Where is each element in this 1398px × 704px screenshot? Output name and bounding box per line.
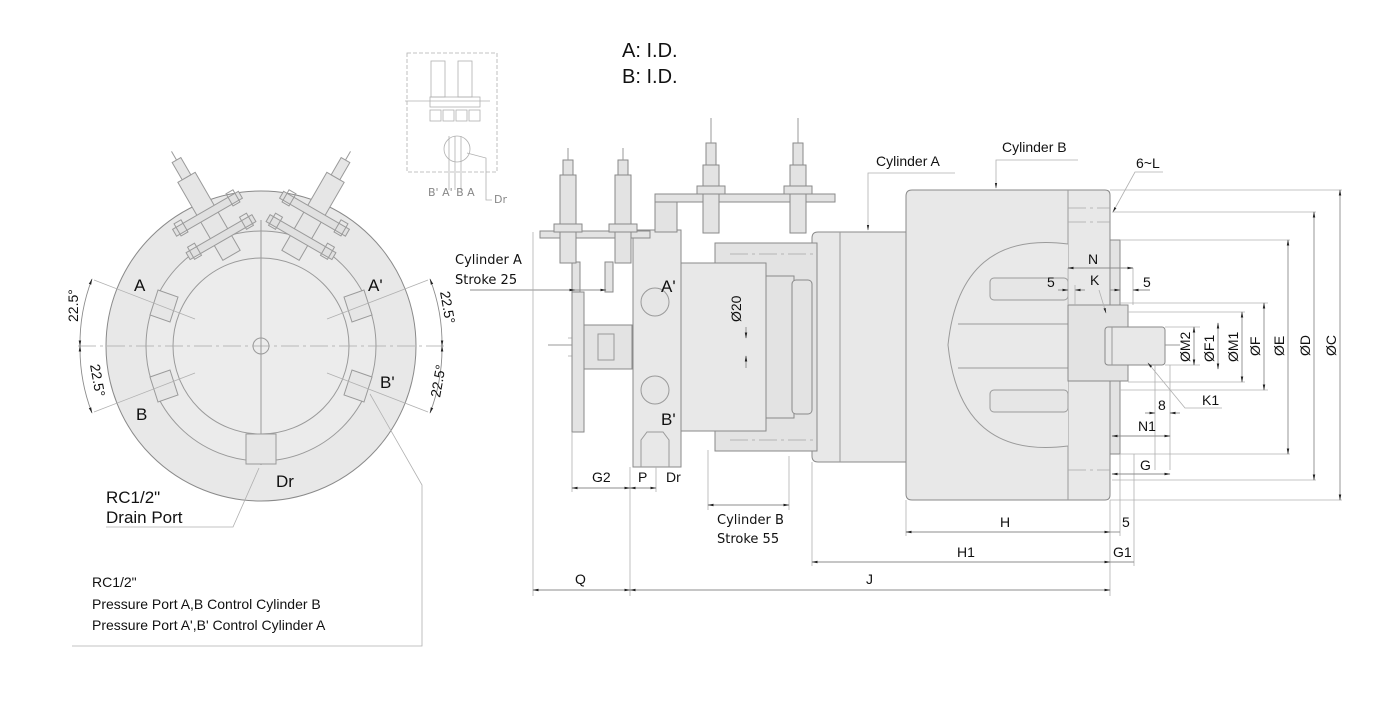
holes-leader xyxy=(1112,171,1163,213)
valve-symbol-1 xyxy=(430,60,446,98)
id-label-a: A: I.D. xyxy=(622,40,678,62)
angle-label-upper-left: 22.5° xyxy=(65,289,81,322)
label-d: ØD xyxy=(1297,335,1313,356)
lower-sensor-bracket xyxy=(539,230,651,239)
distributor-block xyxy=(632,229,682,468)
check-valves xyxy=(429,109,481,122)
angle-arc-upper-left xyxy=(78,278,93,347)
id-label-b: B: I.D. xyxy=(622,66,678,88)
rotary-joint-symbol xyxy=(443,135,471,163)
cylinder-a-body xyxy=(811,231,907,463)
angle-ray-a-prime xyxy=(326,279,429,320)
k1-label: K1 xyxy=(1202,392,1219,408)
port-label-b: B xyxy=(136,405,147,424)
g2-label: G2 xyxy=(592,469,611,485)
pressure-note-line2: Pressure Port A,B Control Cylinder B xyxy=(92,596,321,612)
angle-label-lower-right: 22.5° xyxy=(427,363,448,398)
cylinder-a-label: Cylinder A xyxy=(876,153,940,169)
angle-label-lower-left: 22.5° xyxy=(87,363,108,398)
cyl-b-stroke-line1: Cylinder B xyxy=(717,513,784,528)
holes-label: 6~L xyxy=(1136,155,1160,171)
h-label: H xyxy=(1000,514,1010,530)
label-m2: ØM2 xyxy=(1177,331,1193,362)
cylinder-b-leader xyxy=(994,159,1078,189)
cyl-a-stroke-line1: Cylinder A xyxy=(455,253,522,268)
label-f: ØF xyxy=(1247,337,1263,356)
draw-tube-end xyxy=(1104,326,1166,366)
port-label-b-prime: B' xyxy=(380,373,395,392)
proximity-sensor-1 xyxy=(553,148,583,264)
q-label: Q xyxy=(575,571,586,587)
label-m1: ØM1 xyxy=(1225,331,1241,362)
valve-assembly-left xyxy=(171,151,257,261)
angle-ray-a xyxy=(93,279,196,320)
manifold-bar xyxy=(429,96,481,108)
angle-ray-b-prime xyxy=(326,372,429,413)
drain-leader-line xyxy=(106,467,260,528)
h1-label: H1 xyxy=(957,544,975,560)
rotary-joint-body xyxy=(679,262,767,432)
p-label: P xyxy=(638,469,647,485)
proximity-sensor-3 xyxy=(696,118,726,234)
angle-arc-upper-right xyxy=(429,278,444,347)
g-label: G xyxy=(1140,457,1151,473)
hydraulic-schematic: B' A' B A Dr xyxy=(405,52,507,206)
five-bottom-label: 5 xyxy=(1122,514,1130,530)
g1-label: G1 xyxy=(1113,544,1132,560)
valve-symbol-2 xyxy=(457,60,473,98)
five-right-label: 5 xyxy=(1143,274,1151,290)
label-f1: ØF1 xyxy=(1201,335,1217,362)
drain-note-line1: RC1/2" xyxy=(106,488,160,507)
eight-label: 8 xyxy=(1158,397,1166,413)
side-view: Cylinder A Cylinder B 6~L A' B' Ø20 Cyli… xyxy=(455,118,1342,596)
schematic-drain-label: Dr xyxy=(494,193,507,206)
angle-arc-lower-right xyxy=(429,345,444,414)
k-label: K xyxy=(1090,272,1100,288)
k1-leader xyxy=(1147,362,1222,409)
port-slot-b-prime xyxy=(343,369,373,403)
drain-note-line2: Drain Port xyxy=(106,508,183,527)
upper-sensor-bracket xyxy=(654,193,836,203)
pressure-note-line1: RC1/2" xyxy=(92,574,137,590)
angle-arc-lower-left xyxy=(78,345,93,414)
cyl-b-stroke-line2: Stroke 55 xyxy=(717,532,779,547)
drain-port-outlet xyxy=(640,431,670,467)
cylinder-a-leader xyxy=(866,172,955,231)
valve-assembly-right xyxy=(265,151,351,261)
drain-slot xyxy=(245,433,277,465)
port-hole-b-prime xyxy=(640,375,670,405)
label-c: ØC xyxy=(1323,335,1339,356)
port-slot-a xyxy=(149,289,179,323)
five-left-label: 5 xyxy=(1047,274,1055,290)
port-hole-a-prime xyxy=(640,287,670,317)
dr-label: Dr xyxy=(666,469,681,485)
drain-label: Dr xyxy=(276,472,294,491)
port-label-a: A xyxy=(134,276,146,295)
front-view: A A' B B' Dr 22.5° 22.5° 22.5° 22.5° RC1… xyxy=(65,151,459,647)
stroke-plate xyxy=(571,291,585,433)
side-port-a-prime: A' xyxy=(661,277,676,296)
port-label-a-prime: A' xyxy=(368,276,383,295)
pressure-leader-line xyxy=(72,393,423,647)
side-port-b-prime: B' xyxy=(661,410,676,429)
cyl-a-stroke-line2: Stroke 25 xyxy=(455,273,517,288)
proximity-sensor-2 xyxy=(608,148,638,264)
port-slot-b xyxy=(149,369,179,403)
dia-20-label: Ø20 xyxy=(728,295,744,322)
schematic-boundary xyxy=(406,52,498,173)
j-label: J xyxy=(866,571,873,587)
n-label: N xyxy=(1088,251,1098,267)
pressure-note-line3: Pressure Port A',B' Control Cylinder A xyxy=(92,617,326,633)
angle-label-upper-right: 22.5° xyxy=(437,290,458,325)
angle-ray-b xyxy=(93,372,196,413)
schematic-port-labels: B' A' B A xyxy=(428,186,475,199)
label-e: ØE xyxy=(1271,336,1287,356)
cylinder-b-label: Cylinder B xyxy=(1002,139,1067,155)
proximity-sensor-4 xyxy=(783,118,813,234)
n1-label: N1 xyxy=(1138,418,1156,434)
port-slot-a-prime xyxy=(343,289,373,323)
